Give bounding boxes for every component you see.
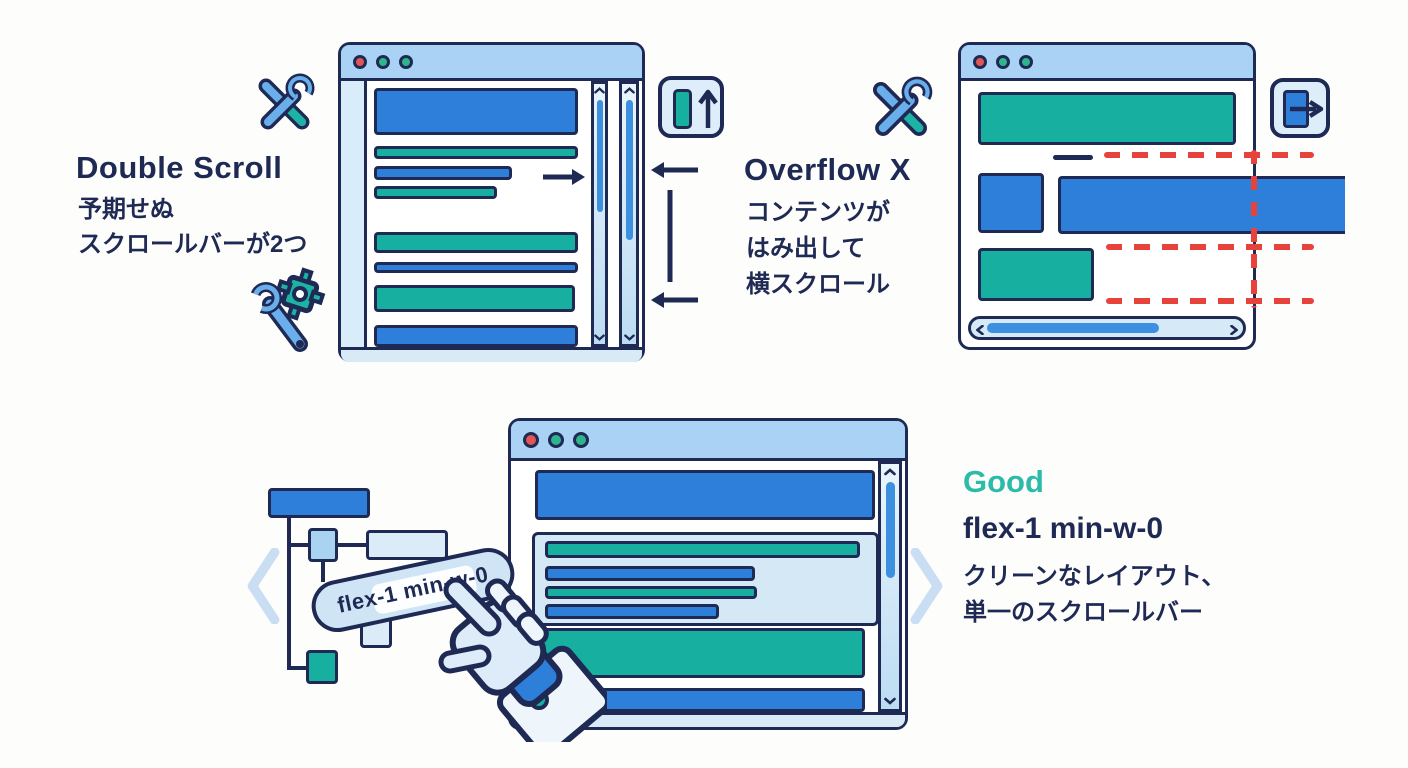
double-scroll-caption-line1: 予期せぬ	[78, 196, 174, 223]
scroll-up-arrow-icon[interactable]	[594, 87, 605, 94]
scroll-thumb[interactable]	[597, 100, 603, 212]
double-arrow-pointer	[651, 162, 698, 308]
tree-line	[336, 543, 368, 547]
content-row	[545, 566, 755, 581]
tree-node	[366, 530, 448, 560]
good-caption-line2: 単一のスクロールバー	[963, 599, 1203, 626]
scroll-left-arrow-icon[interactable]	[976, 325, 984, 335]
tree-line	[290, 543, 312, 547]
overflow-badge-icon	[1270, 78, 1330, 138]
window-titlebar	[511, 421, 905, 461]
robot-hand-icon	[438, 577, 607, 742]
tools-icon	[873, 76, 933, 136]
content-row	[545, 586, 757, 599]
badge-scrollbar-shape	[673, 89, 692, 129]
content-card	[532, 532, 879, 626]
scroll-down-arrow-icon[interactable]	[622, 334, 636, 341]
scroll-right-arrow-icon[interactable]	[1230, 325, 1238, 335]
tools-icon	[258, 73, 315, 130]
content-block	[535, 470, 875, 520]
overflow-caption-line3: 横スクロール	[746, 271, 890, 298]
carousel-right-chevron-icon[interactable]	[908, 548, 946, 624]
content-block	[374, 232, 578, 253]
window-dot-green	[1019, 54, 1033, 69]
overflow-guide-line	[1104, 152, 1314, 158]
window-dot-green	[399, 54, 413, 69]
window-footer	[511, 712, 905, 727]
window-titlebar	[961, 45, 1253, 81]
single-vertical-scrollbar[interactable]	[878, 461, 902, 712]
content-rule	[1053, 155, 1093, 160]
wrench-gear-icon	[250, 267, 326, 352]
up-arrow-icon	[698, 89, 718, 128]
window-titlebar	[341, 45, 642, 81]
content-block	[535, 628, 865, 678]
content-block	[978, 92, 1236, 145]
scroll-down-arrow-icon[interactable]	[881, 697, 899, 705]
content-block	[374, 146, 578, 159]
tree-root-node	[268, 488, 370, 518]
window-dot-red	[353, 54, 367, 69]
content-block	[374, 88, 578, 135]
tree-line	[321, 560, 325, 582]
content-block	[978, 248, 1094, 301]
content-block	[978, 173, 1044, 233]
window-dot-red	[523, 431, 539, 448]
right-arrow-icon	[1290, 100, 1324, 118]
scroll-up-arrow-icon[interactable]	[622, 87, 636, 94]
tree-node	[306, 650, 338, 684]
panel-title-overflow-x: Overflow X	[744, 152, 911, 187]
vertical-scrollbar-1[interactable]	[591, 81, 608, 347]
content-block	[374, 262, 578, 273]
scroll-thumb[interactable]	[626, 100, 633, 240]
overflow-caption-line2: はみ出して	[746, 235, 866, 262]
content-block	[374, 325, 578, 347]
scroll-thumb[interactable]	[886, 482, 895, 578]
browser-window-double-scroll	[338, 42, 645, 362]
content-row	[545, 541, 860, 558]
window-dot-red	[973, 54, 987, 69]
viewport-edge-guide-line	[1251, 150, 1257, 308]
overflow-caption-line1: コンテンツが	[746, 199, 890, 226]
good-title: Good	[963, 464, 1044, 499]
vertical-scroll-badge-icon	[658, 76, 724, 138]
double-scroll-caption-line2: スクロールバーが2つ	[78, 231, 308, 258]
carousel-left-chevron-icon[interactable]	[244, 548, 282, 624]
browser-window-good	[508, 418, 908, 730]
window-dot-green	[376, 54, 390, 69]
panel-title-double-scroll: Double Scroll	[76, 150, 283, 185]
scroll-thumb[interactable]	[987, 323, 1159, 333]
vertical-scrollbar-2[interactable]	[619, 81, 639, 347]
arrow-right-icon	[543, 169, 585, 185]
horizontal-scrollbar[interactable]	[968, 316, 1246, 340]
overflow-guide-line	[1106, 298, 1314, 304]
content-block	[374, 166, 512, 180]
window-dot-green	[548, 431, 564, 448]
tree-node	[308, 528, 338, 562]
content-block	[374, 186, 497, 199]
content-block	[374, 285, 575, 312]
content-row	[545, 604, 719, 619]
tree-line	[287, 516, 291, 670]
overflow-guide-line	[1106, 244, 1314, 250]
scroll-up-arrow-icon[interactable]	[881, 468, 899, 476]
window-footer	[341, 347, 642, 362]
good-subtitle: flex-1 min-w-0	[963, 512, 1164, 545]
window-dot-green	[996, 54, 1010, 69]
left-gutter	[341, 81, 367, 347]
tree-line	[290, 666, 310, 670]
scroll-down-arrow-icon[interactable]	[594, 334, 605, 341]
good-caption-line1: クリーンなレイアウト、	[963, 563, 1226, 590]
window-dot-green	[573, 431, 589, 448]
overflowing-content-block	[1058, 176, 1345, 234]
